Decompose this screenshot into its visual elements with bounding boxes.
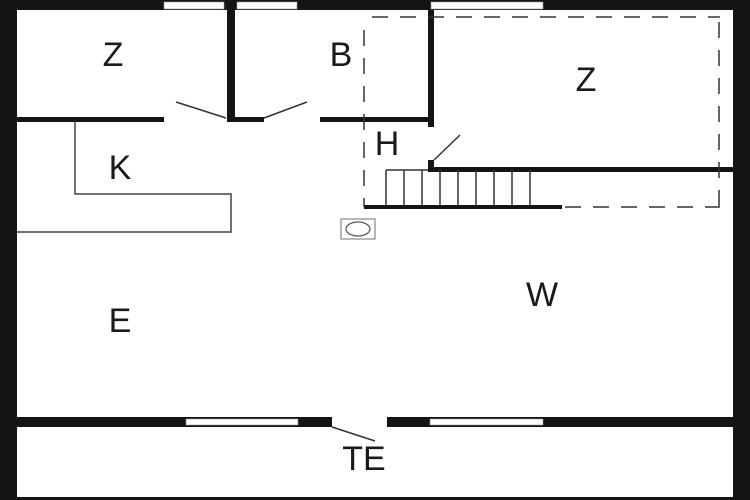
door-swing <box>175 101 227 119</box>
wall-bedroom1 <box>17 117 164 122</box>
room-label-hall: H <box>375 125 400 163</box>
outer-wall-left <box>0 0 17 500</box>
window <box>429 418 544 426</box>
window <box>163 1 225 10</box>
room-label-terrace: TE <box>342 440 385 478</box>
stair-edge <box>364 205 562 209</box>
outer-wall-top <box>0 0 750 10</box>
window <box>185 418 299 426</box>
room-label-dining: E <box>109 302 132 340</box>
windows <box>163 1 544 427</box>
kitchen-counter <box>17 121 232 233</box>
room-label-living: W <box>526 276 558 314</box>
wall-bath-hall <box>320 117 430 122</box>
outer-wall-right <box>733 0 750 500</box>
wall-stub-door <box>428 160 434 172</box>
room-labels: Z B Z H K E W TE <box>103 36 597 478</box>
stove-icon <box>340 218 376 240</box>
upper-floor-outline <box>363 16 720 210</box>
wall-bedroom2-west <box>428 10 434 127</box>
room-label-bedroom-2: Z <box>576 61 597 99</box>
window <box>236 1 298 10</box>
wall-bath-stub <box>235 117 264 122</box>
wall-bedroom2-south <box>428 167 733 172</box>
room-label-bathroom: B <box>330 36 353 74</box>
door-swing <box>263 101 308 119</box>
stairs <box>385 169 531 205</box>
door-swing <box>433 134 461 161</box>
door-swing <box>331 426 376 442</box>
room-label-kitchen: K <box>109 149 132 187</box>
wall-bed-bath <box>227 10 235 122</box>
door-swings <box>175 101 461 442</box>
window <box>430 1 544 10</box>
door-opening <box>332 417 387 427</box>
room-label-bedroom-1: Z <box>103 36 124 74</box>
outer-wall-bottom <box>0 497 750 500</box>
